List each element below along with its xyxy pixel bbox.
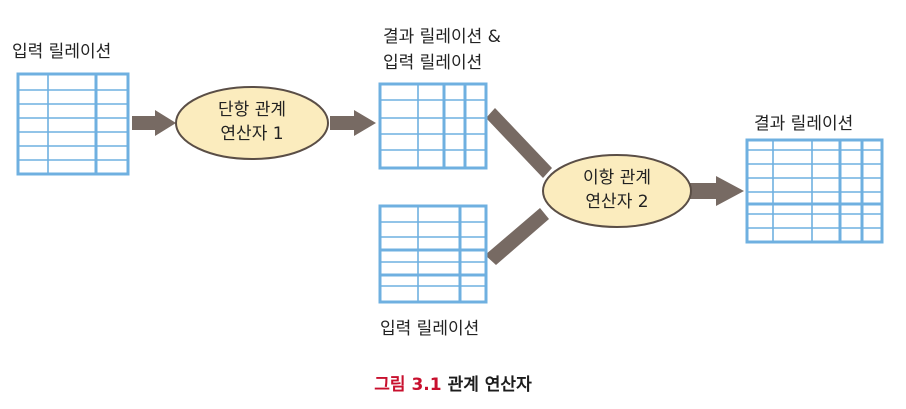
arrow-input-to-unary-op: [132, 110, 176, 136]
binary-operator-ellipse: [542, 154, 692, 228]
binary-operator-line2: 연산자 2: [585, 192, 649, 212]
input-relation-table-left: [16, 72, 130, 176]
binary-operator-line1: 이항 관계: [583, 168, 651, 188]
result-and-input-relation-label-line2: 입력 릴레이션: [383, 53, 483, 73]
unary-operator-line1: 단항 관계: [218, 100, 286, 120]
unary-operator-label: 단항 관계 연산자 1: [182, 98, 322, 146]
intermediate-relation-table: [378, 82, 488, 170]
result-relation-label: 결과 릴레이션: [754, 114, 854, 134]
figure-title: 관계 연산자: [447, 375, 532, 395]
line-intermediate-to-binary-op: [486, 108, 552, 178]
binary-operator-label: 이항 관계 연산자 2: [547, 166, 687, 214]
result-and-input-relation-label-line1: 결과 릴레이션 &: [383, 27, 501, 47]
input-relation-label-bottom: 입력 릴레이션: [380, 319, 480, 339]
connectors: [132, 108, 744, 265]
unary-operator-ellipse: [175, 86, 329, 160]
input-relation-table-bottom: [378, 204, 488, 304]
arrow-binary-op-to-result: [690, 176, 744, 206]
result-relation-table: [745, 138, 884, 244]
input-relation-label-left: 입력 릴레이션: [12, 42, 112, 62]
unary-operator-line2: 연산자 1: [220, 124, 284, 144]
arrow-unary-op-to-intermediate: [330, 110, 376, 136]
line-bottom-input-to-binary-op: [485, 208, 549, 265]
figure-number: 그림 3.1: [374, 375, 442, 395]
